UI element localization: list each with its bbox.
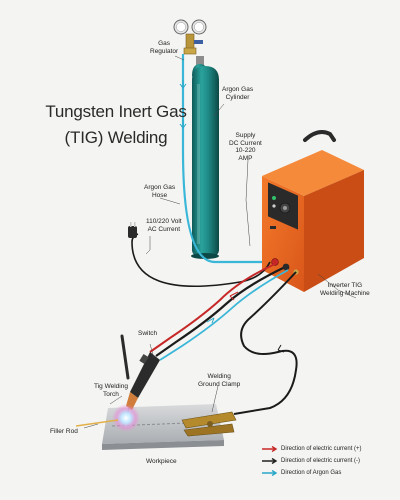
black-arrow-icon bbox=[262, 458, 278, 464]
machine-label: Inverter TIG Welding Machine bbox=[320, 282, 370, 297]
gas-regulator bbox=[174, 20, 206, 54]
torch-cable bbox=[156, 268, 283, 356]
legend-item-positive: Direction of electric current (+) bbox=[262, 444, 362, 454]
ac-current-label: 110/220 Volt AC Current bbox=[146, 218, 182, 233]
workpiece-label: Workpiece bbox=[146, 458, 177, 466]
tig-torch bbox=[122, 336, 160, 414]
welding-arc bbox=[112, 404, 140, 432]
argon-arrow-icon bbox=[180, 80, 186, 88]
filler-rod-label: Filler Rod bbox=[50, 428, 78, 436]
ground-clamp-label: Welding Ground Clamp bbox=[198, 373, 240, 388]
torch-label: Tig Welding Torch bbox=[94, 383, 128, 398]
blue-arrow-icon bbox=[262, 470, 278, 476]
red-arrow-icon bbox=[262, 446, 278, 452]
legend-item-argon: Direction of Argon Gas bbox=[262, 468, 341, 478]
title-line-1: Tungsten Inert Gas bbox=[36, 102, 196, 122]
supply-current-label: Supply DC Current 10-220 AMP bbox=[229, 132, 262, 162]
argon-hose-label: Argon Gas Hose bbox=[144, 184, 175, 199]
gas-regulator-label: Gas Regulator bbox=[150, 40, 178, 55]
ground-cable bbox=[234, 272, 297, 414]
switch-label: Switch bbox=[138, 330, 157, 338]
torch-argon-hose bbox=[160, 270, 288, 360]
argon-cylinder-label: Argon Gas Cylinder bbox=[222, 86, 253, 101]
argon-cylinder bbox=[191, 56, 219, 259]
legend-item-negative: Direction of electric current (-) bbox=[262, 456, 360, 466]
title-line-2: (TIG) Welding bbox=[36, 128, 196, 148]
welding-machine bbox=[262, 132, 364, 292]
